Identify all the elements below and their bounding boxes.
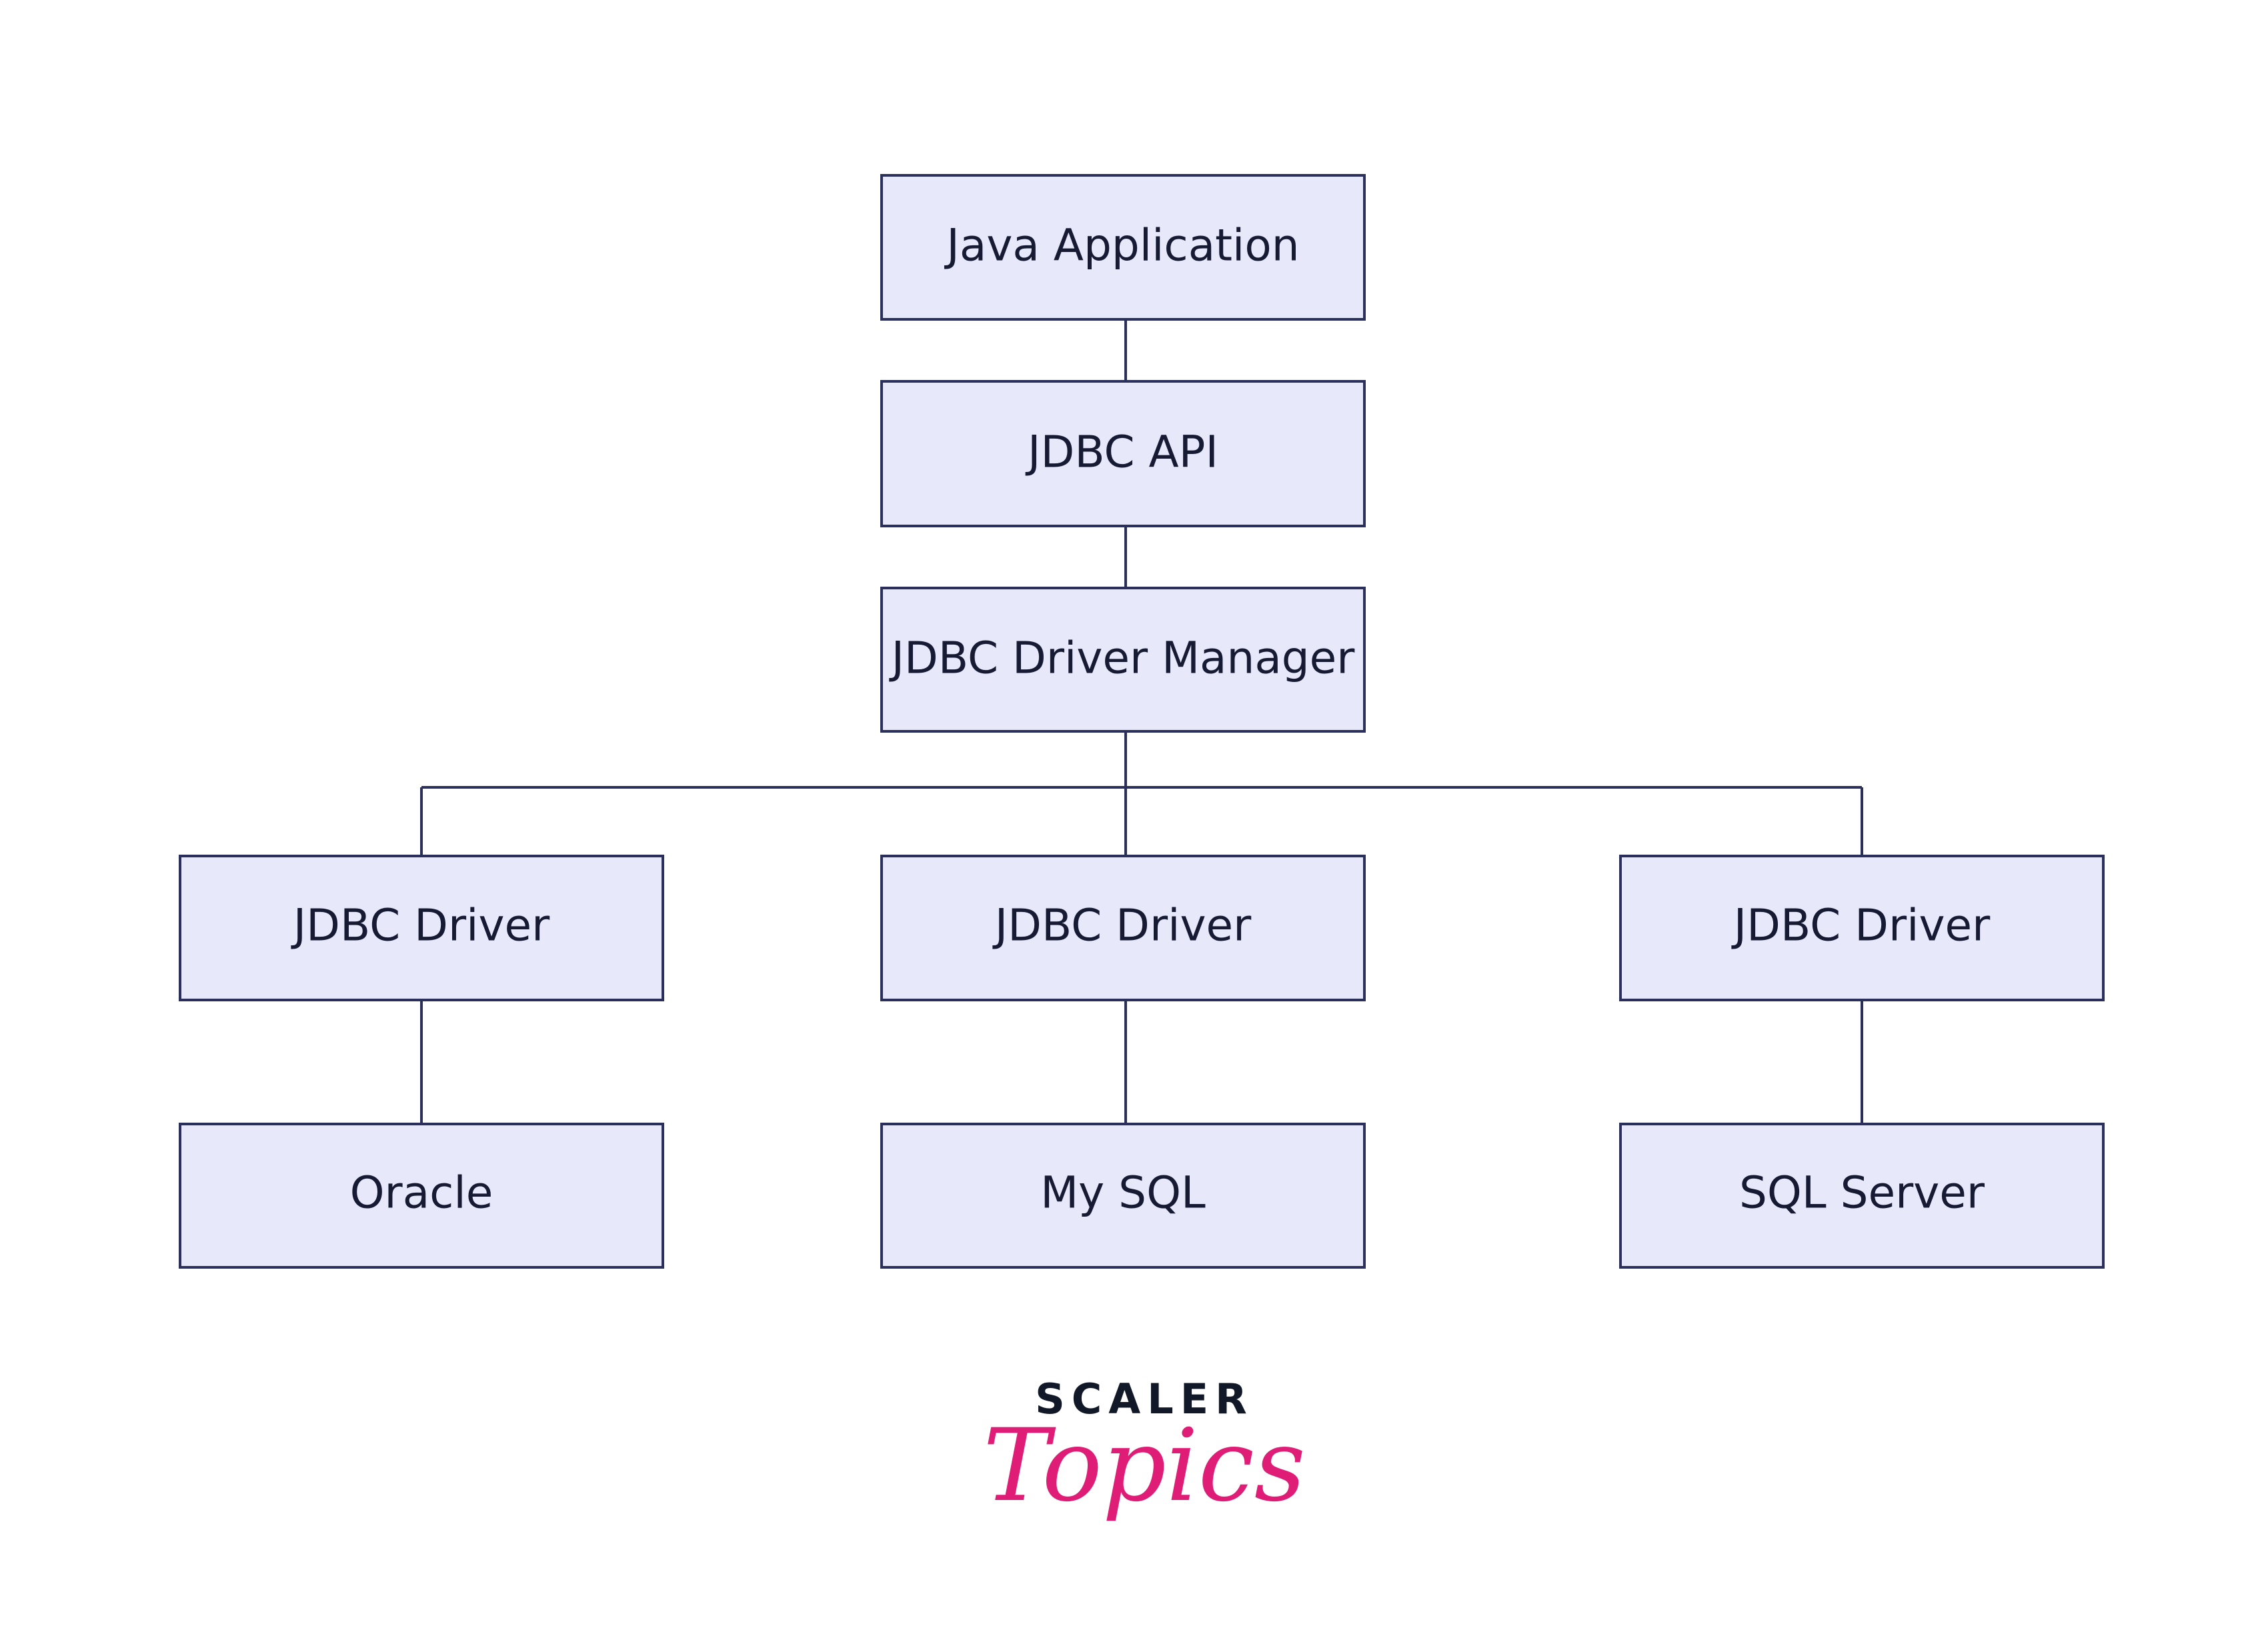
node-label: JDBC Driver: [992, 900, 1252, 951]
node-label: JDBC Driver Manager: [889, 633, 1356, 684]
node-java-application: Java Application: [880, 174, 1366, 321]
node-label: JDBC Driver: [291, 900, 550, 951]
node-jdbc-driver-center: JDBC Driver: [880, 855, 1366, 1001]
node-jdbc-api: JDBC API: [880, 380, 1366, 527]
node-sql-server: SQL Server: [1619, 1123, 2105, 1269]
logo-scaler-text: SCALER: [1035, 1375, 1254, 1423]
node-jdbc-driver-manager: JDBC Driver Manager: [880, 587, 1366, 733]
node-jdbc-driver-left: JDBC Driver: [179, 855, 664, 1001]
node-jdbc-driver-right: JDBC Driver: [1619, 855, 2105, 1001]
node-label: Oracle: [350, 1167, 493, 1219]
node-label: SQL Server: [1739, 1167, 1985, 1219]
node-label: My SQL: [1040, 1167, 1206, 1219]
scaler-topics-logo: SCALER Topics: [983, 1375, 1306, 1524]
node-mysql: My SQL: [880, 1123, 1366, 1269]
node-label: Java Application: [944, 220, 1299, 271]
node-label: JDBC API: [1025, 427, 1218, 478]
connectors: [420, 319, 1863, 1124]
node-oracle: Oracle: [179, 1123, 664, 1269]
node-label: JDBC Driver: [1731, 900, 1991, 951]
logo-topics-text: Topics: [983, 1408, 1306, 1524]
